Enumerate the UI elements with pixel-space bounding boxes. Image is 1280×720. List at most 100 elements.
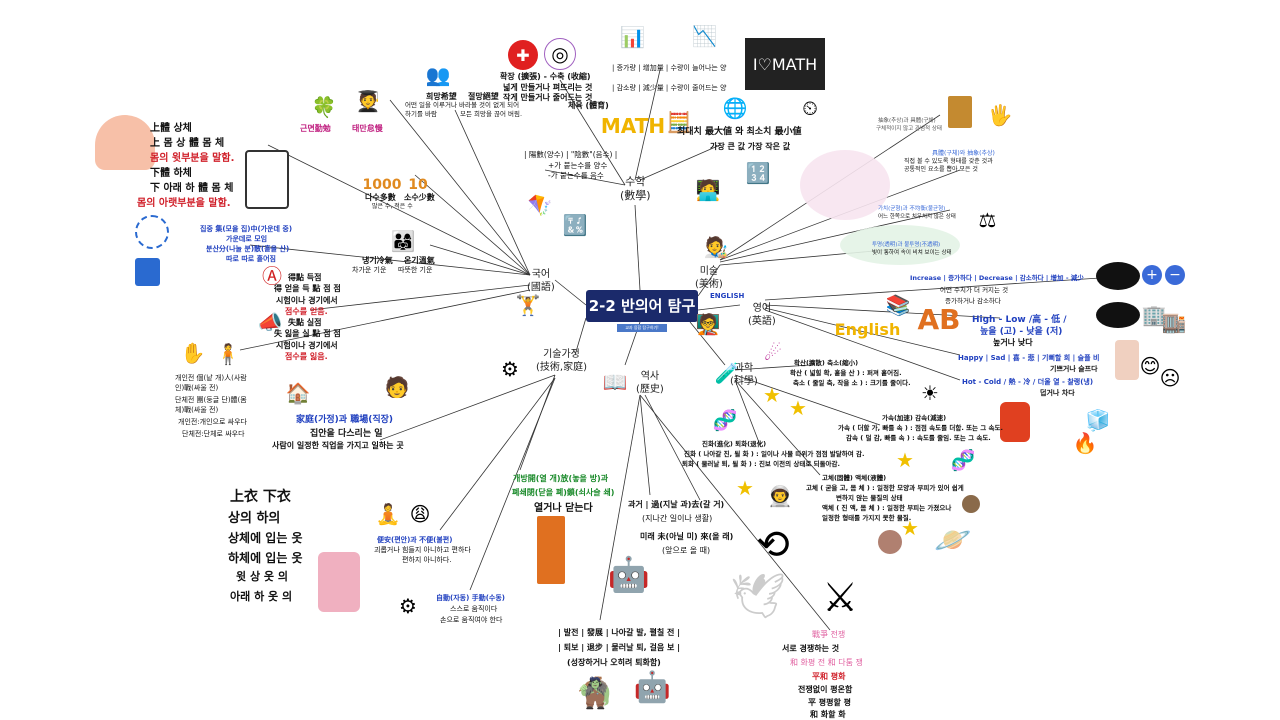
lazy-title: 태만怠慢: [352, 124, 383, 133]
relaxing-person-icon: 🧘: [375, 502, 401, 526]
max-min-desc: 가장 큰 값 가장 작은 값: [710, 142, 791, 151]
increase-decrease-title: Increase | 증가하다 | Decrease | 감소하다 | 增加 -…: [910, 274, 1084, 282]
clothes-line-4: 하체에 입는 옷: [228, 551, 303, 565]
diffuse-title: 확산(擴散) 축소(縮小): [794, 359, 859, 367]
liquid-desc-2: 일정한 형태를 가지지 못한 물질.: [822, 514, 912, 522]
home-line-2: 사람이 일정한 직업을 가지고 일하는 곳: [272, 441, 404, 450]
body-lower-hanja: 下 아래 하 體 몸 체: [150, 183, 234, 194]
peace-title: 平和 평화: [812, 672, 846, 681]
evolve-title: 진화(進化) 퇴화(退化): [702, 440, 767, 448]
gear-smile-icon: ⚙: [399, 594, 417, 618]
central-topic-title[interactable]: 2-2 반의어 탐구: [586, 290, 698, 322]
robot-icon: 🤖: [607, 555, 651, 595]
happy-sad-desc: 기쁘거나 슬프다: [1050, 365, 1098, 373]
comet-icon: ☄: [764, 341, 782, 365]
kite-icon: 🪁: [527, 193, 553, 217]
home-line-1: 집안을 다스리는 일: [310, 429, 383, 439]
individual-line-3: 단체전 團(둥글 단)體(몸: [175, 396, 247, 404]
solid-desc-1: 고체 ( 굳을 고, 몸 체 ) : 일정한 모양과 부피가 있어 쉽게: [806, 484, 964, 492]
shrink-desc: 작게 만들거나 줄어드는 것: [503, 93, 593, 102]
individual-line-4: 체)戰(싸울 전): [175, 406, 219, 414]
subject-math[interactable]: 수학 (數學): [620, 175, 651, 203]
short-building-icon: 🏬: [1161, 310, 1187, 334]
positive-desc: +가 붙는수를 양수: [548, 161, 608, 170]
hope-desc-3: 하기를 바람: [405, 110, 437, 118]
high-low-title: High - Low /高 - 低 /: [972, 315, 1067, 325]
gain-context: 시험이나 경기에서: [276, 296, 338, 305]
gain-desc: 점수를 얻음.: [285, 307, 328, 316]
auto-desc-1: 스스로 움직이다: [450, 605, 498, 613]
bar-chart-down-icon: 📉: [692, 24, 717, 48]
balance-icon: ⚖: [978, 208, 997, 232]
worker-icon: 🧑: [384, 375, 410, 399]
watercolor-splash: [800, 150, 890, 220]
war-title: 戰爭 전쟁: [812, 630, 846, 639]
clothes-line-3: 상체에 입는 옷: [228, 531, 303, 545]
evolve-desc: 진화 ( 나아갈 진, 될 화 ) : 일이나 사물 따위가 점점 발달하여 감…: [684, 450, 865, 458]
solid-desc-2: 변하지 않는 물질의 상태: [836, 494, 903, 502]
expand-desc: 넓게 만들거나 펴뜨리는 것: [503, 83, 593, 92]
sign-title: | 陽數(양수) | "陰數"(음수) |: [524, 150, 618, 159]
develop-desc: (성장하거나 오히려 퇴화함): [567, 658, 661, 667]
star-icon: ★: [763, 383, 781, 407]
subject-history[interactable]: 역사 (歷史): [636, 371, 664, 395]
develop-title: | 발전 | 發展 | 나아갈 발, 펼칠 전 |: [558, 628, 681, 637]
subject-tech-home[interactable]: 기술가정 (技術,家庭): [536, 349, 587, 373]
english-logo: ENGLISH: [710, 292, 745, 300]
clothes-line-2: 상의 하의: [228, 511, 281, 526]
number-10-icon: 10: [408, 177, 428, 193]
abc-icon: AB: [917, 302, 961, 336]
english-word-icon: English: [834, 319, 901, 339]
planet-icon-2: [878, 530, 902, 554]
future-desc: (앞으로 올 때): [662, 546, 711, 555]
expand-title: 확장 (擴張) - 수축 (收縮): [500, 72, 591, 81]
minus-icon: −: [1165, 265, 1185, 285]
book-icon: 📖: [602, 370, 628, 394]
happy-sad-title: Happy | Sad | 喜 - 悲 | 기뻐할 희 | 슬플 비: [958, 354, 1100, 362]
abstract-desc: 구체적이지 않고 관념적 상태: [876, 126, 942, 132]
watercolor-splash-green: [840, 225, 960, 265]
teacher-icon: 🧑‍🏫: [695, 312, 721, 336]
auto-desc-2: 손으로 움직여야 한다: [440, 616, 503, 624]
increase-desc-2: 증가하거나 감소하다: [945, 297, 1001, 305]
auto-title: 自動(자동) 手動(수동): [436, 594, 505, 602]
individual-line-2: 인)戰(싸울 전): [175, 384, 219, 392]
expand-icon: ✚: [508, 40, 538, 70]
pants-illustration: [245, 150, 289, 209]
gain-hanja: 得 얻을 득 點 점 점: [274, 284, 341, 293]
concrete-title: 具體(구체)와 抽象(추상): [932, 150, 995, 157]
math-blocks-icon: 🔢: [745, 161, 771, 185]
many-few-desc: 많은 수, 적은 수: [372, 203, 413, 210]
subject-science[interactable]: 과학 (科學): [730, 363, 758, 387]
people-photo: [1115, 340, 1139, 380]
star-icon-2: ★: [789, 396, 807, 420]
subject-korean[interactable]: 국어 (國語): [527, 269, 555, 293]
grade-a-icon: Ⓐ: [262, 263, 282, 288]
abstract-title: 抽象(추상)과 具體(구체): [878, 118, 936, 124]
fire-icon: 🔥: [1072, 431, 1098, 455]
calculator-icon: 🧮: [666, 110, 692, 134]
i-love-math-sign: I♡MATH: [745, 38, 825, 90]
subject-english[interactable]: 영어 (英語): [748, 303, 776, 327]
max-min-title: 최대치 最大値 와 최소치 最小値: [677, 127, 802, 137]
transparent-title: 투명(透明)과 불투명(不透明): [872, 242, 941, 248]
concrete-desc-1: 직접 볼 수 있도록 형태를 갖춘 것과: [904, 158, 993, 165]
subject-art[interactable]: 미술 (美術): [695, 266, 723, 290]
future-robot-icon: 🤖: [633, 670, 672, 705]
liquid-desc-1: 액체 ( 진 액, 몸 체 ) : 일정한 부피는 가졌으나: [822, 504, 952, 512]
body-ed-label: 체육 (體育): [568, 101, 609, 110]
individual-line-6: 단체전:단체로 싸우다: [182, 430, 245, 438]
clock-history-icon: ⟲: [756, 522, 790, 568]
open-door-icon: [537, 516, 565, 584]
hands-icon: ✋: [180, 341, 206, 365]
high-low-hanja: 높을 (고) - 낮을 (저): [980, 327, 1063, 337]
clothes-illustration: [318, 552, 360, 612]
body-lower-desc: 몸의 아랫부분을 말함.: [137, 198, 231, 209]
peace-hanja-1: 平 평평할 평: [808, 698, 852, 707]
flask-icon: 🧪: [714, 361, 740, 385]
individual-line-1: 개인전 個(낱 개)人(사람: [175, 374, 247, 382]
star-icon-4: ★: [736, 476, 754, 500]
tall-building-icon: 🏢: [1141, 303, 1167, 327]
balance-title: 가치(균형)과 不均衡(불균형): [878, 206, 946, 212]
